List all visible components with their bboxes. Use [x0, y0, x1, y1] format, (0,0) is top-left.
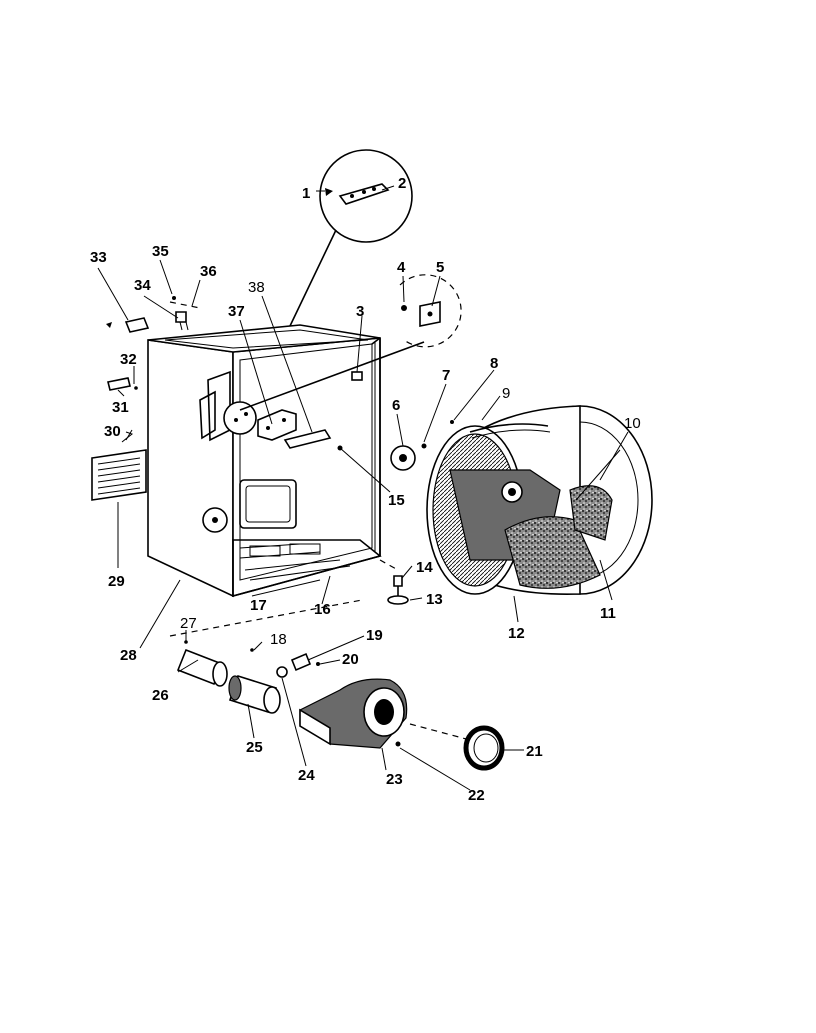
callout-24: 24 — [298, 767, 315, 784]
callout-28: 28 — [120, 647, 137, 664]
callout-6: 6 — [392, 397, 400, 414]
callout-31: 31 — [112, 399, 129, 416]
callout-32: 32 — [120, 351, 137, 368]
callout-20: 20 — [342, 651, 359, 668]
callout-34: 34 — [134, 277, 151, 294]
cabinet-assembly — [147, 324, 382, 598]
leader-lines — [97, 185, 629, 791]
callout-33: 33 — [90, 249, 107, 266]
callout-21: 21 — [526, 743, 543, 760]
small-parts-left — [91, 296, 201, 501]
callout-2: 2 — [398, 175, 406, 192]
callout-26: 26 — [152, 687, 169, 704]
callout-10: 10 — [624, 415, 641, 432]
callout-4: 4 — [397, 259, 406, 276]
callout-25: 25 — [246, 739, 263, 756]
callout-9: 9 — [502, 385, 510, 402]
callout-12: 12 — [508, 625, 525, 642]
callout-23: 23 — [386, 771, 403, 788]
detail-circle-top — [289, 149, 413, 327]
callout-36: 36 — [200, 263, 217, 280]
callout-3: 3 — [356, 303, 364, 320]
callout-18: 18 — [270, 631, 287, 648]
callout-15: 15 — [388, 492, 405, 509]
blower-duct-assembly — [169, 599, 505, 771]
detail-circle-right — [239, 274, 462, 411]
callout-37: 37 — [228, 303, 245, 320]
callout-29: 29 — [108, 573, 125, 590]
callout-38: 38 — [248, 279, 265, 296]
callout-16: 16 — [314, 601, 331, 618]
callout-27: 27 — [180, 615, 197, 632]
callout-22: 22 — [468, 787, 485, 804]
callout-8: 8 — [490, 355, 498, 372]
callout-14: 14 — [416, 559, 433, 576]
callout-17: 17 — [250, 597, 267, 614]
callout-7: 7 — [442, 367, 450, 384]
callout-5: 5 — [436, 259, 444, 276]
leveling-foot — [379, 559, 409, 605]
callout-11: 11 — [600, 605, 616, 622]
callout-13: 13 — [426, 591, 443, 608]
callout-19: 19 — [366, 627, 383, 644]
drum-assembly — [390, 405, 653, 596]
callout-30: 30 — [104, 423, 121, 440]
callout-labels: 1 2 3 4 5 6 7 8 9 10 11 12 13 14 15 16 1… — [90, 175, 641, 804]
callout-35: 35 — [152, 243, 169, 260]
callout-1: 1 — [302, 185, 310, 202]
